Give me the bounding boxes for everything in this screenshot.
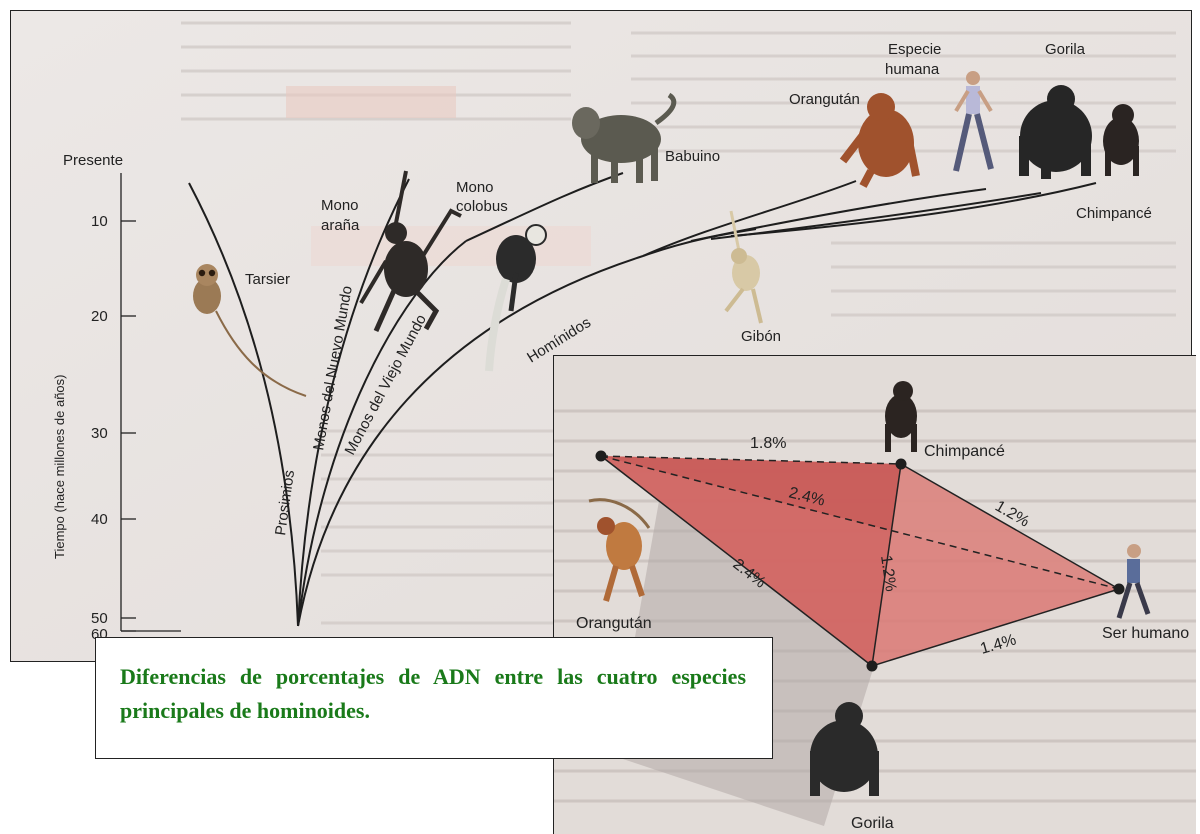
label-monos-viejo-mundo: Monos del Viejo Mundo: [342, 312, 430, 458]
label-gorila: Gorila: [1045, 41, 1086, 58]
vertex-ser-humano: [1114, 584, 1125, 595]
vertex-orangutan: [596, 451, 607, 462]
tick-label-40: 40: [91, 511, 108, 528]
chimpanzee-illustration: [1103, 104, 1139, 176]
tick-label-30: 30: [91, 425, 108, 442]
branch-orangutan: [643, 181, 856, 256]
node-label-orangutan: Orangután: [576, 615, 652, 632]
label-gibon: Gibón: [741, 328, 781, 345]
label-mono-arana-1: Mono: [321, 197, 359, 214]
branch-chimpance: [731, 183, 1096, 236]
caption-box: Diferencias de porcentajes de ADN entre …: [95, 637, 773, 759]
label-prosimios: Prosimios: [272, 469, 298, 537]
node-label-chimpance: Chimpancé: [924, 443, 1005, 460]
axis-tick-marks: [121, 221, 136, 631]
tick-label-10: 10: [91, 213, 108, 230]
label-especie-humana-1: Especie: [888, 41, 941, 58]
caption-text: Diferencias de porcentajes de ADN entre …: [120, 660, 746, 728]
edge-label-orangutan-chimpance: 1.8%: [750, 435, 786, 452]
label-especie-humana-2: humana: [885, 61, 940, 78]
label-babuino: Babuino: [665, 148, 720, 165]
branch-prosimios: [189, 183, 298, 626]
human-illustration: [956, 71, 991, 171]
dna-difference-figure: 1.8% 2.4% 1.2% 2.4% 1.2% 1.4% Chimpancé …: [553, 355, 1196, 834]
label-chimpance: Chimpancé: [1076, 205, 1152, 222]
label-monos-nuevo-mundo: Monos del Nuevo Mundo: [310, 285, 356, 452]
label-tarsier: Tarsier: [245, 271, 290, 288]
baboon-illustration: [572, 95, 674, 183]
node-label-ser-humano: Ser humano: [1102, 625, 1189, 642]
dna-tetrahedron: 1.8% 2.4% 1.2% 2.4% 1.2% 1.4% Chimpancé …: [554, 356, 1196, 834]
label-mono-colobus-1: Mono: [456, 179, 494, 196]
label-mono-arana-2: araña: [321, 217, 360, 234]
vertex-chimpance: [896, 459, 907, 470]
tick-label-20: 20: [91, 308, 108, 325]
node-label-gorila: Gorila: [851, 815, 894, 832]
branch-gorila: [711, 193, 1041, 239]
vertex-gorila: [867, 661, 878, 672]
label-mono-colobus-2: colobus: [456, 198, 508, 215]
present-label: Presente: [63, 152, 123, 169]
axis-title: Tiempo (hace millones de años): [52, 375, 67, 560]
tick-label-50: 50: [91, 610, 108, 627]
gorilla-illustration: [1019, 85, 1092, 179]
label-orangutan: Orangután: [789, 91, 860, 108]
